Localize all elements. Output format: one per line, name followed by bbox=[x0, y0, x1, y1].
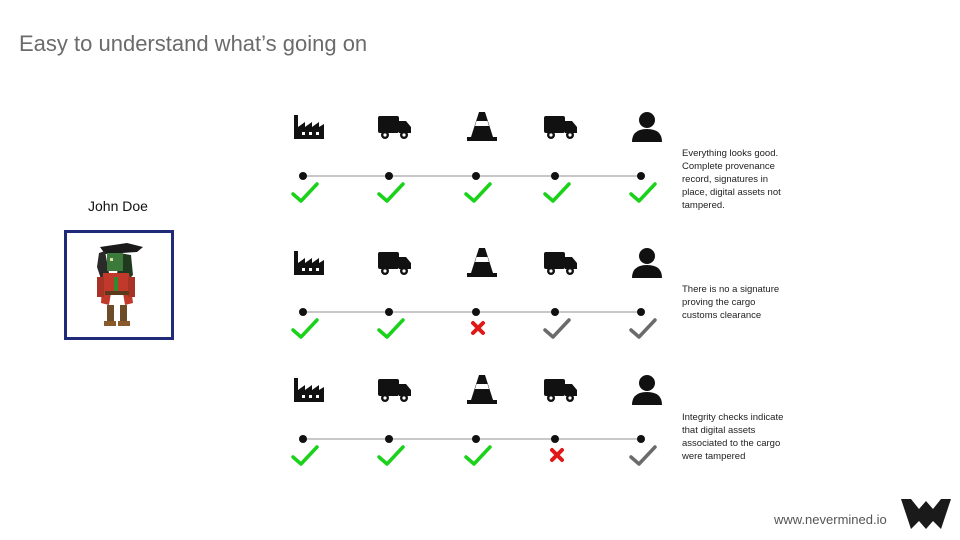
timeline-dot bbox=[299, 308, 307, 316]
timeline-dot bbox=[551, 435, 559, 443]
factory-icon bbox=[289, 107, 329, 147]
truck-icon bbox=[375, 370, 415, 410]
person-icon bbox=[627, 243, 667, 283]
truck-icon bbox=[375, 243, 415, 283]
cross-icon bbox=[463, 317, 493, 341]
timeline-dot bbox=[637, 308, 645, 316]
truck-icon bbox=[541, 243, 581, 283]
check-icon bbox=[376, 444, 406, 468]
timeline-dot bbox=[472, 435, 480, 443]
slide-title: Easy to understand what’s going on bbox=[19, 31, 368, 56]
scenario-note: There is no a signature proving the carg… bbox=[682, 284, 780, 321]
cross-icon bbox=[542, 444, 572, 468]
check-icon bbox=[628, 444, 658, 468]
check-icon bbox=[628, 181, 658, 205]
traffic-cone-icon bbox=[462, 107, 502, 147]
check-icon bbox=[376, 181, 406, 205]
timeline-dot bbox=[385, 435, 393, 443]
factory-icon bbox=[289, 243, 329, 283]
truck-icon bbox=[541, 370, 581, 410]
timeline-dot bbox=[385, 172, 393, 180]
person-icon bbox=[627, 370, 667, 410]
truck-icon bbox=[541, 107, 581, 147]
timeline-dot bbox=[637, 172, 645, 180]
timeline-dot bbox=[637, 435, 645, 443]
check-icon bbox=[542, 317, 572, 341]
timeline-dot bbox=[385, 308, 393, 316]
footer-url[interactable]: www.nevermined.io bbox=[774, 512, 887, 527]
timeline-dot bbox=[472, 172, 480, 180]
timeline-dot bbox=[472, 308, 480, 316]
check-icon bbox=[376, 317, 406, 341]
traffic-cone-icon bbox=[462, 370, 502, 410]
check-icon bbox=[542, 181, 572, 205]
pirate-avatar-icon bbox=[97, 243, 143, 326]
person-icon bbox=[627, 107, 667, 147]
scenario-note: Integrity checks indicate that digital a… bbox=[682, 412, 784, 462]
timeline-dot bbox=[299, 172, 307, 180]
check-icon bbox=[463, 181, 493, 205]
check-icon bbox=[290, 444, 320, 468]
timeline-dot bbox=[551, 172, 559, 180]
timeline-dot bbox=[299, 435, 307, 443]
check-icon bbox=[290, 181, 320, 205]
factory-icon bbox=[289, 370, 329, 410]
check-icon bbox=[290, 317, 320, 341]
traffic-cone-icon bbox=[462, 243, 502, 283]
check-icon bbox=[628, 317, 658, 341]
nevermined-logo-icon bbox=[901, 499, 951, 529]
person-name: John Doe bbox=[88, 198, 148, 214]
truck-icon bbox=[375, 107, 415, 147]
check-icon bbox=[463, 444, 493, 468]
timeline-dot bbox=[551, 308, 559, 316]
avatar bbox=[64, 230, 174, 340]
scenario-note: Everything looks good. Complete provenan… bbox=[682, 148, 781, 211]
